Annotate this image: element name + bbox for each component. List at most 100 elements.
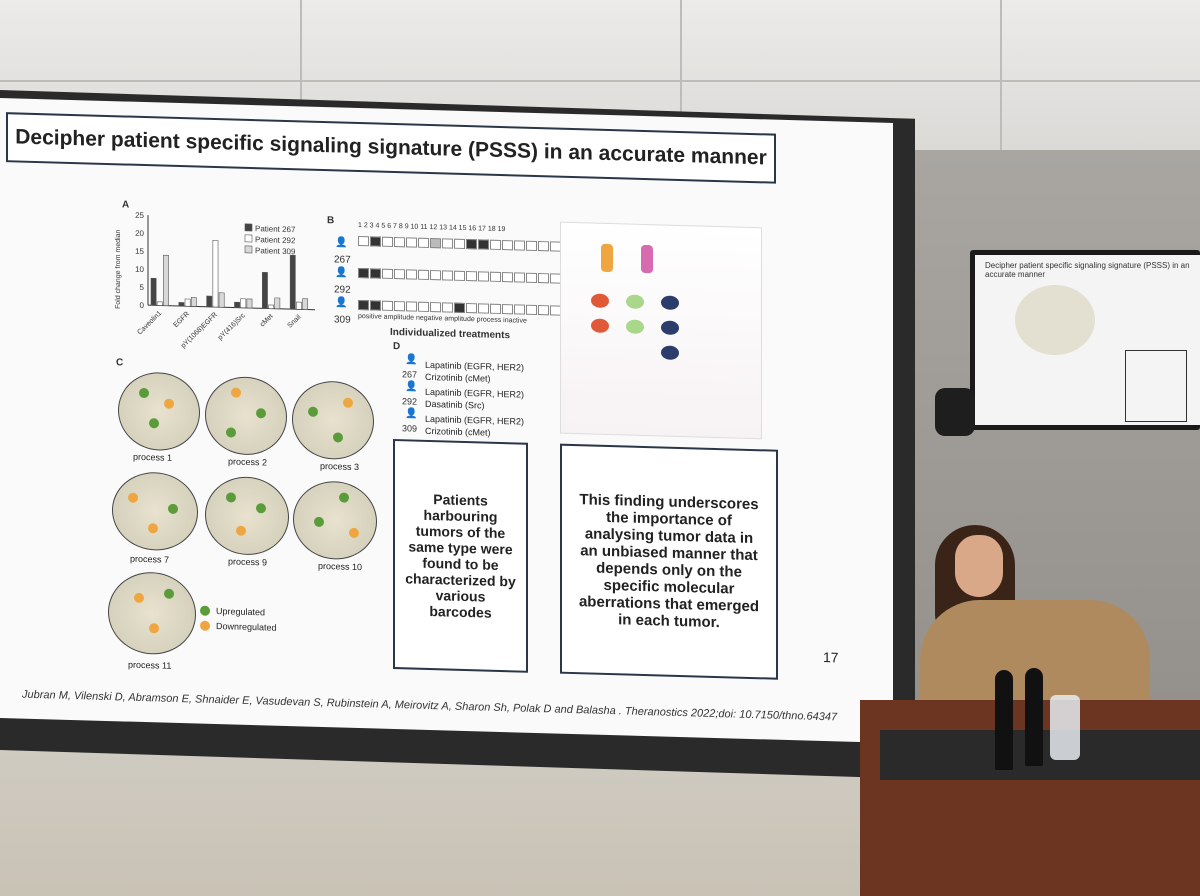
camera-icon bbox=[935, 388, 975, 436]
amplitude-legend: positive amplitude negative amplitude pr… bbox=[358, 312, 527, 325]
downregulated-legend-dot bbox=[200, 620, 210, 631]
microphone-icon bbox=[1025, 668, 1043, 766]
barcode-cell bbox=[394, 301, 405, 312]
barcode-cell bbox=[370, 236, 381, 247]
bar bbox=[156, 301, 163, 306]
bar bbox=[212, 240, 219, 308]
barcode-cell bbox=[430, 302, 441, 313]
ceiling-grid-line bbox=[680, 0, 682, 130]
upregulated-node bbox=[139, 387, 149, 399]
protein-node bbox=[626, 294, 644, 309]
patient-icon: 👤 bbox=[335, 267, 348, 279]
treatment-line: Crizotinib (cMet) bbox=[425, 371, 491, 384]
upregulated-node bbox=[149, 418, 159, 429]
barcode-cell bbox=[382, 236, 393, 247]
panel-b-label: B bbox=[327, 215, 335, 227]
downregulated-node bbox=[349, 527, 359, 539]
monitor-text-box bbox=[1125, 350, 1187, 422]
downregulated-node bbox=[134, 592, 144, 604]
upregulated-node bbox=[256, 408, 266, 419]
process-label: process 10 bbox=[318, 560, 363, 573]
barcode-cell bbox=[370, 300, 381, 311]
barcode-cell bbox=[382, 268, 393, 279]
barcode-cell bbox=[382, 300, 393, 311]
monitor-network-thumbnail bbox=[1015, 285, 1095, 355]
barcode-cell bbox=[394, 237, 405, 248]
downregulated-node bbox=[231, 387, 241, 398]
downregulated-node bbox=[149, 623, 159, 634]
barcode-cell bbox=[526, 240, 537, 251]
patient-icon: 👤 bbox=[405, 381, 418, 393]
barcode-267 bbox=[358, 235, 586, 253]
projection-screen: Decipher patient specific signaling sign… bbox=[0, 98, 893, 743]
barcode-cell bbox=[526, 304, 537, 315]
patient-id: 292 bbox=[334, 284, 351, 296]
barcode-cell bbox=[358, 235, 369, 247]
barcode-cell bbox=[538, 305, 549, 316]
patient-id: 267 bbox=[334, 254, 351, 266]
barcode-cell bbox=[490, 271, 501, 282]
y-axis-label: Fold change from median bbox=[115, 229, 122, 309]
patient-icon: 👤 bbox=[335, 237, 348, 249]
network-process-1 bbox=[118, 371, 200, 452]
process-label: process 2 bbox=[228, 456, 268, 468]
upregulated-node bbox=[333, 432, 343, 443]
patient-id: 309 bbox=[402, 423, 418, 434]
bar bbox=[296, 301, 302, 310]
barcode-cell bbox=[454, 238, 465, 249]
patient-id: 309 bbox=[334, 314, 351, 326]
bar bbox=[240, 298, 247, 309]
downregulated-node bbox=[236, 525, 246, 536]
protein-node bbox=[626, 319, 644, 334]
barcode-292 bbox=[358, 267, 586, 285]
process-label: process 11 bbox=[128, 659, 172, 671]
upregulated-node bbox=[168, 503, 178, 514]
microphone-icon bbox=[995, 670, 1013, 770]
x-tick-label: pY(416)Src bbox=[217, 312, 247, 342]
protein-node bbox=[591, 318, 609, 334]
upregulated-node bbox=[256, 503, 266, 514]
column-numbers: 1 2 3 4 5 6 7 8 9 10 11 12 13 14 15 16 1… bbox=[358, 221, 506, 234]
legend-swatch bbox=[244, 245, 253, 254]
network-process-9 bbox=[205, 475, 289, 557]
water-bottle bbox=[1050, 695, 1080, 760]
treatment-line: Lapatinib (EGFR, HER2) bbox=[425, 413, 525, 427]
process-label: process 7 bbox=[130, 553, 170, 565]
downregulated-node bbox=[343, 397, 353, 408]
network-process-2 bbox=[205, 375, 287, 457]
upregulated-node bbox=[314, 516, 324, 528]
patient-id: 292 bbox=[402, 396, 418, 407]
bar bbox=[178, 302, 185, 307]
process-label: process 1 bbox=[133, 451, 173, 463]
patient-icon: 👤 bbox=[405, 408, 418, 420]
barcode-cell bbox=[466, 271, 477, 282]
network-process-10 bbox=[293, 480, 377, 561]
barcode-finding-box: Patients harbouring tumors of the same t… bbox=[393, 438, 528, 673]
bar bbox=[274, 297, 281, 310]
barcode-cell bbox=[442, 238, 453, 249]
bar bbox=[262, 272, 268, 309]
y-tick-label: 5 bbox=[140, 283, 145, 292]
patient-icon: 👤 bbox=[405, 354, 418, 366]
barcode-cell bbox=[418, 237, 429, 248]
bar bbox=[234, 301, 240, 309]
process-label: process 3 bbox=[320, 460, 360, 473]
treatment-line: Dasatinib (Src) bbox=[425, 398, 485, 411]
monitor-screen: Decipher patient specific signaling sign… bbox=[975, 255, 1200, 425]
barcode-cell bbox=[442, 270, 453, 281]
protein-node bbox=[591, 293, 609, 309]
barcode-cell bbox=[514, 272, 525, 283]
monitor-slide-title: Decipher patient specific signaling sign… bbox=[985, 261, 1190, 279]
protein-node bbox=[661, 320, 679, 335]
downregulated-node bbox=[148, 523, 158, 534]
barcode-cell bbox=[478, 239, 489, 250]
barcode-cell bbox=[370, 268, 381, 279]
x-axis bbox=[148, 304, 315, 311]
barcode-cell bbox=[526, 272, 537, 283]
signaling-pathway-diagram bbox=[560, 221, 762, 440]
barcode-cell bbox=[418, 269, 429, 280]
barcode-cell bbox=[466, 303, 477, 314]
x-tick-label: Caveolin1 bbox=[136, 310, 163, 337]
barcode-cell bbox=[430, 238, 441, 249]
